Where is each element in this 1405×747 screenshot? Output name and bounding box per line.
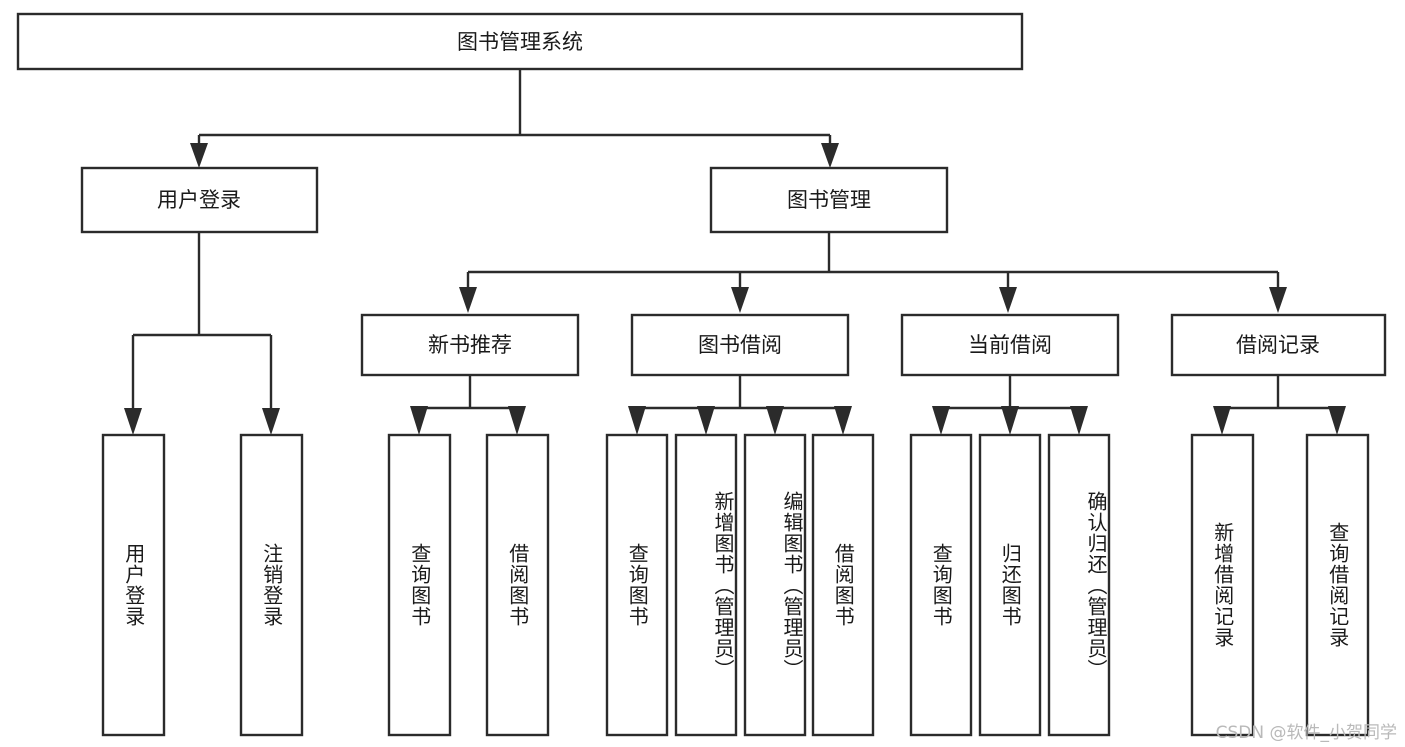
leaf-add-borrow-record-box[interactable] <box>1190 433 1255 737</box>
borrow-record-node-box[interactable] <box>1170 313 1387 377</box>
new-book-recommend-node-label: 新书推荐 <box>428 333 512 357</box>
leaf-box-edit-book-admin[interactable] <box>743 433 807 737</box>
arrow-head-borrow-record <box>1269 287 1287 313</box>
arrow-head-leaf-borrow-book-2 <box>834 406 852 435</box>
leaf-logout-login-box[interactable] <box>239 433 304 737</box>
arrow-head-leaf-query-book-2 <box>628 406 646 435</box>
arrow-head-leaf-edit-book <box>766 406 784 435</box>
leaf-query-book-current-box[interactable] <box>909 433 973 737</box>
leaf-box-add-book-admin[interactable] <box>674 433 738 737</box>
arrow-head-current-borrow <box>999 287 1017 313</box>
leaf-box-user-login[interactable] <box>101 433 166 737</box>
leaf-return-book-box[interactable] <box>978 433 1042 737</box>
leaf-box-query-book-recommend[interactable] <box>387 433 452 737</box>
leaf-box-borrow-book-borrow[interactable] <box>811 433 875 737</box>
root-node-box[interactable] <box>16 12 1024 71</box>
book-management-node-label: 图书管理 <box>787 188 871 212</box>
arrow-head-leaf-confirm-return <box>1070 406 1088 435</box>
connector-book-borrow-to-leaves <box>628 375 852 435</box>
new-book-recommend-node-box[interactable] <box>360 313 580 377</box>
leaf-box-add-borrow-record[interactable] <box>1190 433 1255 737</box>
leaf-box-query-book-borrow[interactable] <box>605 433 669 737</box>
current-borrow-node-box[interactable] <box>900 313 1120 377</box>
csdn-watermark: CSDN @软件_小贺同学 <box>1215 723 1397 743</box>
borrow-record-node-label: 借阅记录 <box>1236 333 1320 357</box>
book-borrow-node-box[interactable] <box>630 313 850 377</box>
node-root-book-management-system[interactable]: 图书管理系统 <box>16 12 1024 71</box>
leaf-box-borrow-book-recommend[interactable] <box>485 433 550 737</box>
leaf-add-book-admin-box[interactable] <box>674 433 738 737</box>
arrow-head-leaf-query-book-1 <box>410 406 428 435</box>
arrow-head-leaf-user-login <box>124 408 142 435</box>
arrow-head-leaf-query-record <box>1328 406 1346 435</box>
arrow-head-leaf-add-book <box>697 406 715 435</box>
node-user-login[interactable]: 用户登录 <box>80 166 319 234</box>
leaf-borrow-book-borrow-box[interactable] <box>811 433 875 737</box>
leaf-query-book-borrow-box[interactable] <box>605 433 669 737</box>
leaf-query-borrow-record-box[interactable] <box>1305 433 1370 737</box>
arrow-head-book-management <box>821 143 839 168</box>
leaf-box-logout-login[interactable] <box>239 433 304 737</box>
connector-user-login-to-leaves <box>124 232 280 435</box>
leaf-box-query-book-current[interactable] <box>909 433 973 737</box>
connector-root-to-level2 <box>190 69 839 168</box>
arrow-head-leaf-borrow-book-1 <box>508 406 526 435</box>
leaf-box-return-book[interactable] <box>978 433 1042 737</box>
book-management-node-box[interactable] <box>709 166 949 234</box>
arrow-head-user-login <box>190 143 208 168</box>
node-current-borrow[interactable]: 当前借阅 <box>900 313 1120 377</box>
arrow-head-book-borrow <box>731 287 749 313</box>
arrow-head-new-book-recommend <box>459 287 477 313</box>
leaf-box-confirm-return-admin[interactable] <box>1047 433 1111 737</box>
node-book-borrow[interactable]: 图书借阅 <box>630 313 850 377</box>
connector-book-management-to-level3 <box>459 232 1287 313</box>
leaf-query-book-recommend-box[interactable] <box>387 433 452 737</box>
user-login-node-label: 用户登录 <box>157 188 241 212</box>
node-book-management[interactable]: 图书管理 <box>709 166 949 234</box>
leaf-confirm-return-admin-box[interactable] <box>1047 433 1111 737</box>
connector-borrow-record-to-leaves <box>1213 375 1346 435</box>
connector-new-book-recommend-to-leaves <box>410 375 526 435</box>
leaf-borrow-book-recommend-box[interactable] <box>485 433 550 737</box>
node-borrow-record[interactable]: 借阅记录 <box>1170 313 1387 377</box>
arrow-head-leaf-add-record <box>1213 406 1231 435</box>
current-borrow-node-label: 当前借阅 <box>968 333 1052 357</box>
leaf-edit-book-admin-box[interactable] <box>743 433 807 737</box>
root-node-label: 图书管理系统 <box>457 30 583 54</box>
connector-current-borrow-to-leaves <box>932 375 1088 435</box>
node-new-book-recommend[interactable]: 新书推荐 <box>360 313 580 377</box>
leaf-box-query-borrow-record[interactable] <box>1305 433 1370 737</box>
book-borrow-node-label: 图书借阅 <box>698 333 782 357</box>
leaf-user-login-box[interactable] <box>101 433 166 737</box>
arrow-head-leaf-logout <box>262 408 280 435</box>
arrow-head-leaf-query-book-3 <box>932 406 950 435</box>
arrow-head-leaf-return-book <box>1001 406 1019 435</box>
